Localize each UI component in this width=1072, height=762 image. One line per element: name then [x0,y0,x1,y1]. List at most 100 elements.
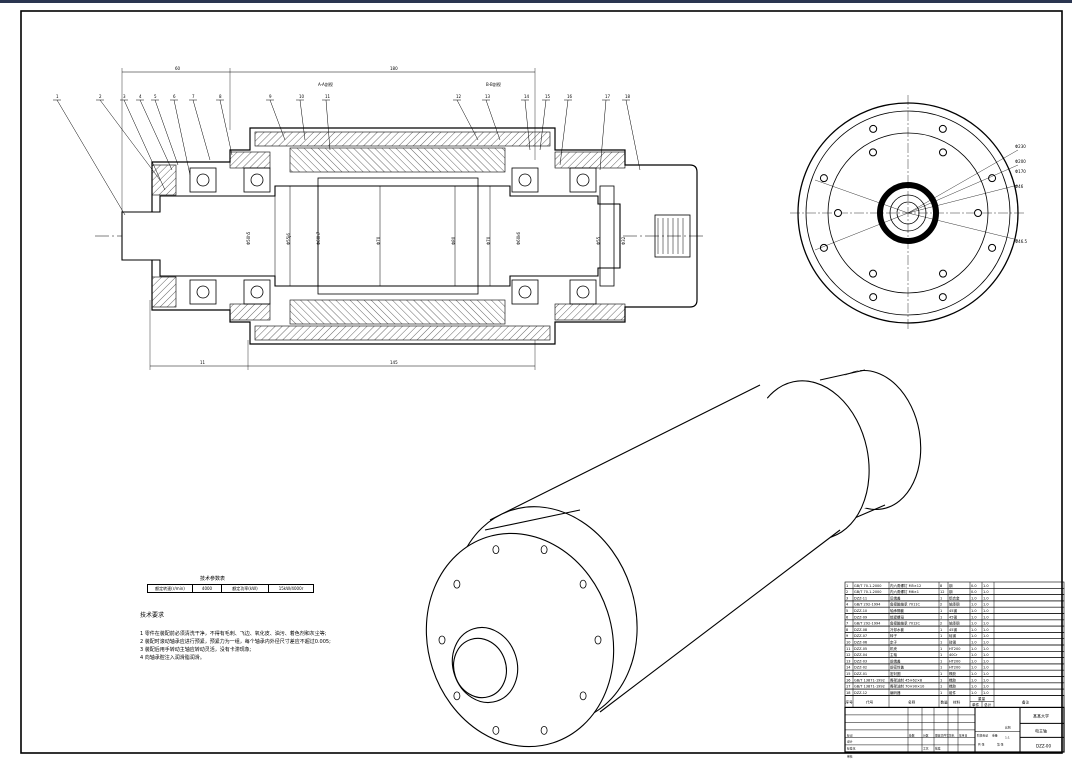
bom-cell: 1.0 [983,678,989,682]
requirement-item: 1 零件在装配前必须清洗干净，不得有毛刺、飞边、氧化皮、油污、着色剂和灰尘等; [140,631,327,637]
bolt-hole [939,269,947,278]
title-block-label: 第 张 [997,742,1004,746]
bom-cell: 13 [846,659,850,663]
requirement-item: 3 装配后用手转动主轴应转动灵活，没有卡滞现象; [140,647,252,653]
dimension-text: 145 [390,360,398,365]
title-block-label: 工艺 [923,746,929,750]
leader-line [485,99,501,141]
bolt-hole [988,174,997,183]
callout-number: 18 [625,94,631,99]
bom-cell: 橡胶 [949,677,957,682]
bom-cell: 2 [940,622,942,626]
bom-cell: GB/T 13871-1992 [854,685,885,689]
bom-cell: 1.0 [983,603,989,607]
bom-cell: 硅钢 [949,640,957,645]
param-cell: 4000 [193,585,222,592]
housing-wall-top [254,131,551,147]
bom-cell: 1 [940,596,942,600]
bom-cell: DZZ-05 [854,647,867,651]
bom-cell: 角接触轴承 7012C [890,621,921,626]
end-view-dimension: Φ46 [1015,184,1024,189]
bom-header-cell: 数量 [941,699,949,704]
bom-cell: 3 [846,596,848,600]
bom-cell: 1.0 [983,691,989,695]
callout-number: 12 [456,94,462,99]
dimension-text: 60 [175,66,181,71]
bom-cell: 前端盖 [890,658,901,663]
bom-cell: GB/T 292-1994 [854,603,881,607]
bom-cell: 橡胶 [949,671,957,676]
bom-cell: 钢 [949,589,953,594]
bom-cell: 11 [846,647,850,651]
bom-cell: 1 [940,653,942,657]
callout-number: 17 [605,94,611,99]
bom-cell: 冷却水套 [890,627,904,632]
bom-cell: GB/T 292-1994 [854,622,881,626]
bom-cell: 1 [940,647,942,651]
bom-cell: 骨架油封 70×90×10 [890,684,924,689]
bom-cell: DZZ-06 [854,641,867,645]
bom-cell: 14 [846,666,851,670]
callout-number: 10 [299,94,305,99]
title-block-label: 阶段标记 [977,733,988,737]
bolt-hole [869,293,878,302]
bolt-hole [594,635,602,645]
callout-number: 3 [123,94,126,99]
bom-header-cell: 序号 [846,699,854,704]
bom-cell: 1 [940,685,942,689]
bom-cell: 4 [846,603,849,607]
leader-line [456,99,479,141]
stator-bottom [289,299,506,325]
bom-cell: 1.0 [971,691,977,695]
title-block-label: 批准 [935,746,941,750]
bom-cell: 1.0 [983,609,989,613]
param-table: 额定转速(r/min) 4000 额定功率(kW) 15kW/4000r [147,584,314,593]
leader-line [599,99,607,171]
isometric-view [425,369,922,748]
end-view-dimension: Φ170 [1015,169,1026,174]
bom-cell: 1.0 [971,603,977,607]
coupling-thread [654,214,691,258]
bolt-hole [869,269,877,278]
bolt-hole [974,209,982,217]
bom-cell: 45钢 [949,608,957,613]
title-block-label: 设计 [847,739,853,743]
callout-number: 11 [325,94,331,99]
bom-cell: 1 [940,672,942,676]
end-view [790,95,1026,331]
bolt-hole [869,124,878,133]
requirements-title: 技术要求 [140,612,165,619]
title-block-label: 比例 [1005,725,1011,729]
bom-cell: DZZ-08 [854,628,867,632]
bolt-hole [492,545,500,555]
callout-number: 14 [524,94,530,99]
bom-cell: 1.0 [971,641,977,645]
bom-cell: GB/T 70.1-2000 [854,584,882,588]
callout-number: 1 [56,94,59,99]
bom-cell: 1.0 [983,659,989,663]
bom-cell: 内六角螺钉 M5×12 [890,583,921,588]
bom-cell: 1.0 [971,672,977,676]
diameter-label: Φ50h5 [246,231,251,245]
bom-cell: 8 [940,584,942,588]
section-label: B-B剖视 [486,81,501,87]
bom-cell: 1.0 [971,653,977,657]
bom-header-cell: 备注 [1022,699,1030,704]
leader-line [139,99,173,171]
bom-cell: 机壳 [890,646,898,651]
leader-line [524,99,531,151]
bom-cell: 1.0 [983,615,989,619]
bom-cell: 1.0 [983,622,989,626]
bom-cell: DZZ-09 [854,615,867,619]
leader-line [269,99,286,141]
diameter-label: Φ70 [486,236,491,245]
title-block-label: 签名 [949,733,955,737]
